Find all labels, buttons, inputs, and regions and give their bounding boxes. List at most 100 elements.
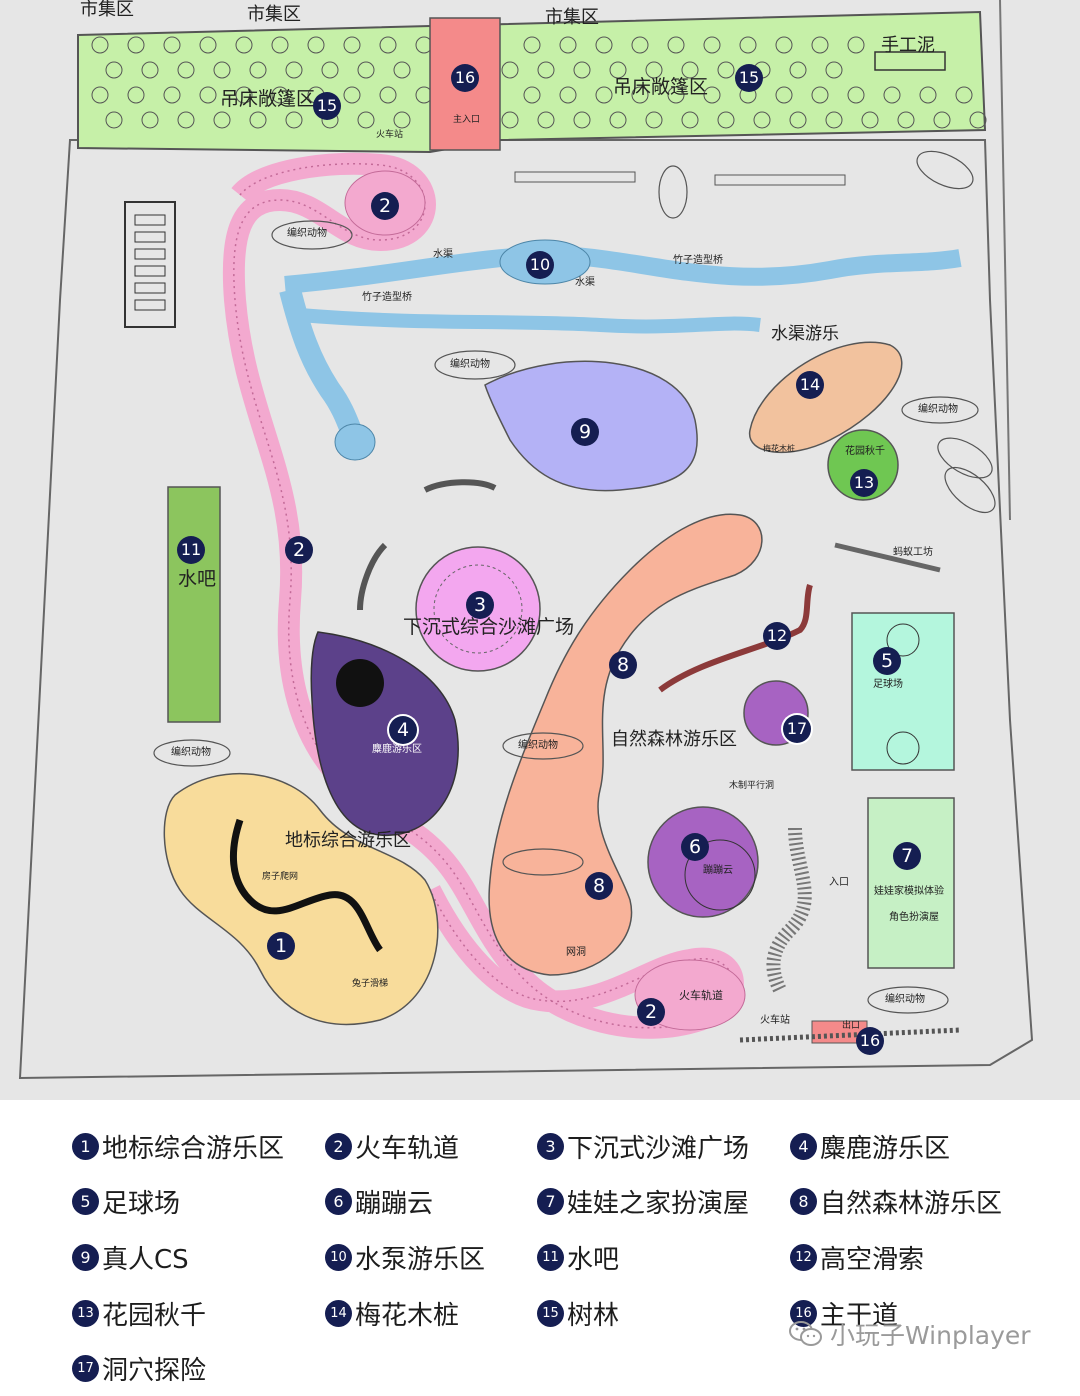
legend-number: 7: [537, 1188, 564, 1215]
marker-16: 16: [451, 64, 479, 92]
tree-symbol: [393, 61, 411, 79]
tree-symbol: [249, 111, 267, 129]
marker-2: 2: [637, 998, 665, 1026]
tree-symbol: [91, 36, 109, 54]
doll-house-label-2: 角色扮演屋: [889, 912, 939, 923]
train-track-label: 火车轨道: [679, 989, 723, 1002]
legend-label: 地标综合游乐区: [102, 1134, 285, 1164]
tree-symbol: [847, 86, 865, 104]
tree-symbol: [775, 36, 793, 54]
tree-symbol: [91, 86, 109, 104]
tree-symbol: [537, 61, 555, 79]
tree-symbol: [285, 111, 303, 129]
tree-symbol: [213, 61, 231, 79]
legend-label: 花园秋千: [102, 1301, 207, 1331]
legend-number: 2: [325, 1133, 352, 1160]
tree-symbol: [235, 36, 253, 54]
marker-11: 11: [177, 536, 205, 564]
legend-label: 蹦蹦云: [355, 1189, 434, 1219]
garden-swing-label: 花园秋千: [845, 446, 885, 457]
rabbit-slide-label: 兔子滑梯: [352, 979, 389, 989]
legend-label: 火车轨道: [355, 1134, 460, 1164]
deer-zone: [310, 631, 459, 836]
legend-number: 6: [325, 1188, 352, 1215]
tree-symbol: [861, 111, 879, 129]
park-boundary: [18, 139, 1034, 1080]
trampoline-label: 蹦蹦云: [703, 865, 733, 876]
tree-symbol: [703, 36, 721, 54]
football-field: [851, 612, 955, 771]
marker-14: 14: [796, 371, 824, 399]
legend-number: 12: [790, 1244, 817, 1271]
marker-15: 15: [735, 64, 763, 92]
tree-symbol: [285, 61, 303, 79]
plum-pile-label: 梅花木桩: [763, 444, 795, 453]
tree-symbol: [609, 61, 627, 79]
tree-symbol: [969, 111, 987, 129]
market-label-3: 市集区: [545, 7, 599, 28]
knit-animal-label: 编织动物: [450, 359, 490, 370]
water-bar-zone: [167, 486, 221, 723]
marker-3: 3: [466, 591, 494, 619]
legend-number: 14: [325, 1300, 352, 1327]
legend-label: 主干道: [820, 1301, 899, 1331]
canal-upper: [284, 245, 962, 294]
trampoline-cloud-zone: [647, 806, 759, 918]
tree-symbol: [343, 36, 361, 54]
tree-symbol: [213, 111, 231, 129]
market-stall-row: [714, 174, 846, 186]
legend-number: 15: [537, 1300, 564, 1327]
tree-symbol: [667, 36, 685, 54]
legend-label: 梅花木桩: [355, 1301, 460, 1331]
tree-symbol: [897, 111, 915, 129]
marker-16: 16: [856, 1027, 884, 1055]
tree-symbol: [271, 36, 289, 54]
wechat-icon: [789, 1321, 822, 1346]
net-cave-label: 网洞: [566, 947, 586, 958]
marker-10: 10: [526, 251, 554, 279]
legend-label: 水吧: [567, 1245, 620, 1275]
football-label: 足球场: [873, 679, 903, 690]
legend-label: 真人CS: [102, 1245, 189, 1275]
tree-symbol: [379, 86, 397, 104]
canal-lower: [299, 308, 761, 334]
legend-label: 高空滑索: [820, 1245, 925, 1275]
canal-play-label: 水渠游乐: [771, 324, 839, 344]
tree-symbol: [321, 61, 339, 79]
tree-symbol: [595, 36, 613, 54]
watermark-text: 小玩子Winplayer: [830, 1321, 1031, 1350]
tree-symbol: [235, 86, 253, 104]
legend-label: 水泵游乐区: [355, 1245, 486, 1275]
main-entrance-label: 主入口: [453, 115, 481, 125]
marker-2: 2: [285, 536, 313, 564]
ant-workshop-label: 蚂蚁工坊: [893, 547, 933, 558]
tree-symbol: [811, 86, 829, 104]
tree-symbol: [631, 36, 649, 54]
tree-symbol: [501, 111, 519, 129]
legend-number: 3: [537, 1133, 564, 1160]
tree-symbol: [177, 111, 195, 129]
train-station-top-label: 火车站: [376, 130, 404, 140]
tree-zone-top: [77, 10, 987, 154]
marker-15: 15: [313, 92, 341, 120]
garden-swing-zone: [827, 429, 899, 501]
tree-symbol: [933, 111, 951, 129]
tree-symbol: [667, 86, 685, 104]
tree-symbol: [379, 36, 397, 54]
hammock-label-2: 吊床敞篷区: [613, 76, 709, 98]
legend-number: 13: [72, 1300, 99, 1327]
marker-4: 4: [389, 716, 417, 744]
tree-symbol: [127, 86, 145, 104]
tree-symbol: [955, 86, 973, 104]
forest-zone-label: 自然森林游乐区: [611, 729, 737, 750]
